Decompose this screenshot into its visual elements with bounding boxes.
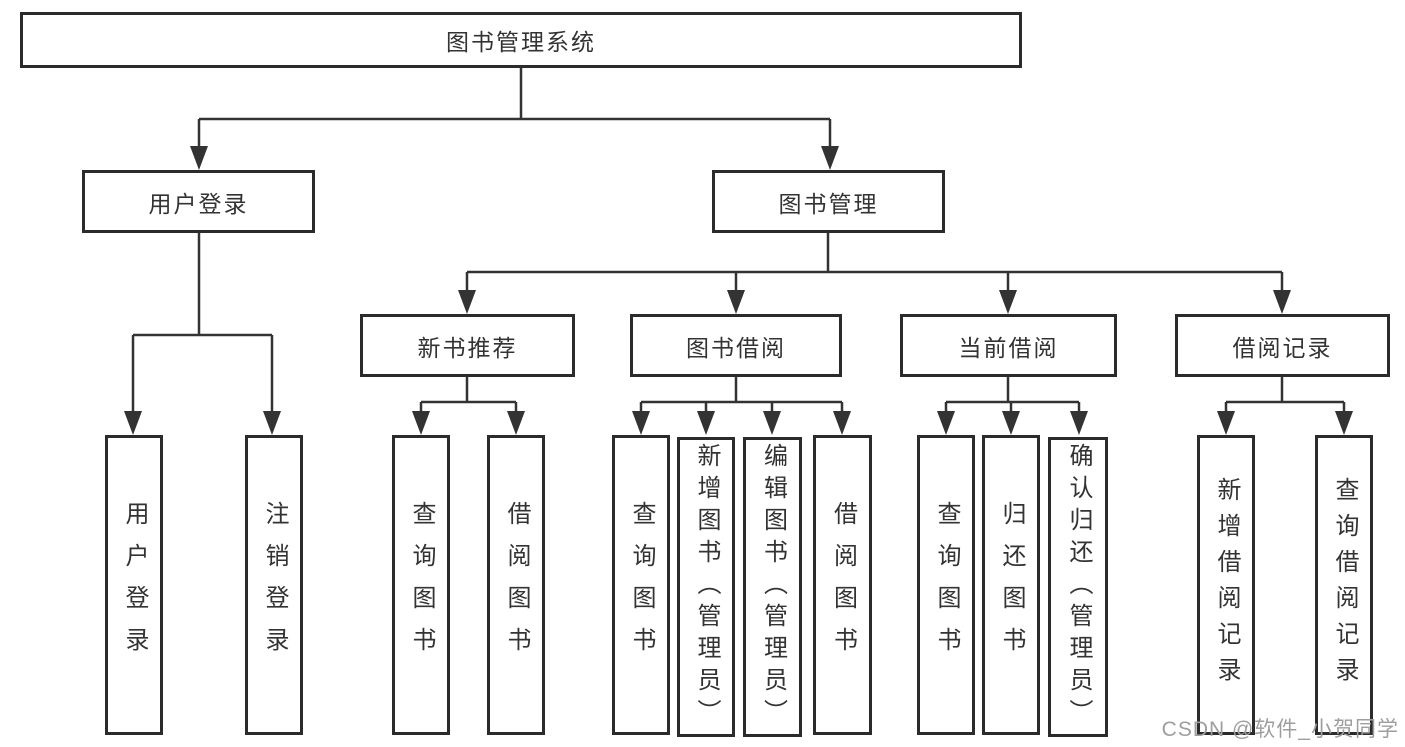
node-book-management-label: 图书管理	[778, 190, 879, 217]
leaf-return-books: 归还图书	[982, 435, 1040, 735]
node-book-borrowing-label: 图书借阅	[686, 334, 786, 361]
node-root-label: 图书管理系统	[446, 29, 596, 55]
arrowheads	[124, 146, 1353, 435]
leaf-query-books-3: 查询图书	[917, 435, 975, 735]
leaf-return-books-label: 归还图书	[998, 501, 1025, 669]
leaf-add-borrow-record: 新增借阅记录	[1197, 435, 1255, 735]
leaf-add-books-admin: 新增图书（管理员）	[677, 437, 735, 737]
leaf-query-books-3-label: 查询图书	[933, 501, 960, 669]
leaf-edit-books-admin: 编辑图书（管理员）	[743, 437, 802, 737]
node-current-borrowing: 当前借阅	[900, 314, 1117, 377]
node-borrowing-records: 借阅记录	[1175, 314, 1390, 377]
leaf-query-borrow-record: 查询借阅记录	[1315, 435, 1373, 735]
node-current-borrowing-label: 当前借阅	[958, 334, 1059, 361]
node-user-login: 用户登录	[82, 170, 315, 233]
leaf-add-borrow-record-label: 新增借阅记录	[1213, 477, 1240, 693]
leaf-query-books-2: 查询图书	[612, 435, 670, 735]
node-user-login-label: 用户登录	[148, 190, 249, 217]
leaf-query-books-1-label: 查询图书	[408, 501, 435, 669]
leaf-borrow-books-1-label: 借阅图书	[503, 501, 530, 669]
leaf-confirm-return-admin: 确认归还（管理员）	[1048, 437, 1108, 737]
leaf-user-login-label: 用户登录	[121, 501, 148, 669]
leaf-user-login: 用户登录	[105, 435, 163, 735]
leaf-query-books-2-label: 查询图书	[628, 501, 655, 669]
leaf-query-borrow-record-label: 查询借阅记录	[1331, 477, 1358, 693]
csdn-watermark: CSDN @软件_小贺同学	[1161, 718, 1399, 741]
node-root: 图书管理系统	[20, 12, 1022, 68]
node-book-borrowing: 图书借阅	[630, 314, 842, 377]
leaf-query-books-1: 查询图书	[392, 435, 450, 735]
leaf-edit-books-admin-label: 编辑图书（管理员）	[759, 443, 787, 731]
leaf-borrow-books-2-label: 借阅图书	[829, 501, 857, 669]
leaf-borrow-books-2: 借阅图书	[813, 435, 872, 735]
leaf-add-books-admin-label: 新增图书（管理员）	[693, 443, 720, 731]
leaf-borrow-books-1: 借阅图书	[487, 435, 545, 735]
node-borrowing-records-label: 借阅记录	[1232, 334, 1333, 361]
leaf-confirm-return-admin-label: 确认归还（管理员）	[1065, 443, 1092, 731]
node-new-book-recommend: 新书推荐	[360, 314, 575, 377]
node-book-management: 图书管理	[712, 170, 945, 233]
leaf-logout: 注销登录	[245, 435, 303, 735]
node-new-book-recommend-label: 新书推荐	[417, 334, 518, 361]
leaf-logout-label: 注销登录	[261, 501, 288, 669]
